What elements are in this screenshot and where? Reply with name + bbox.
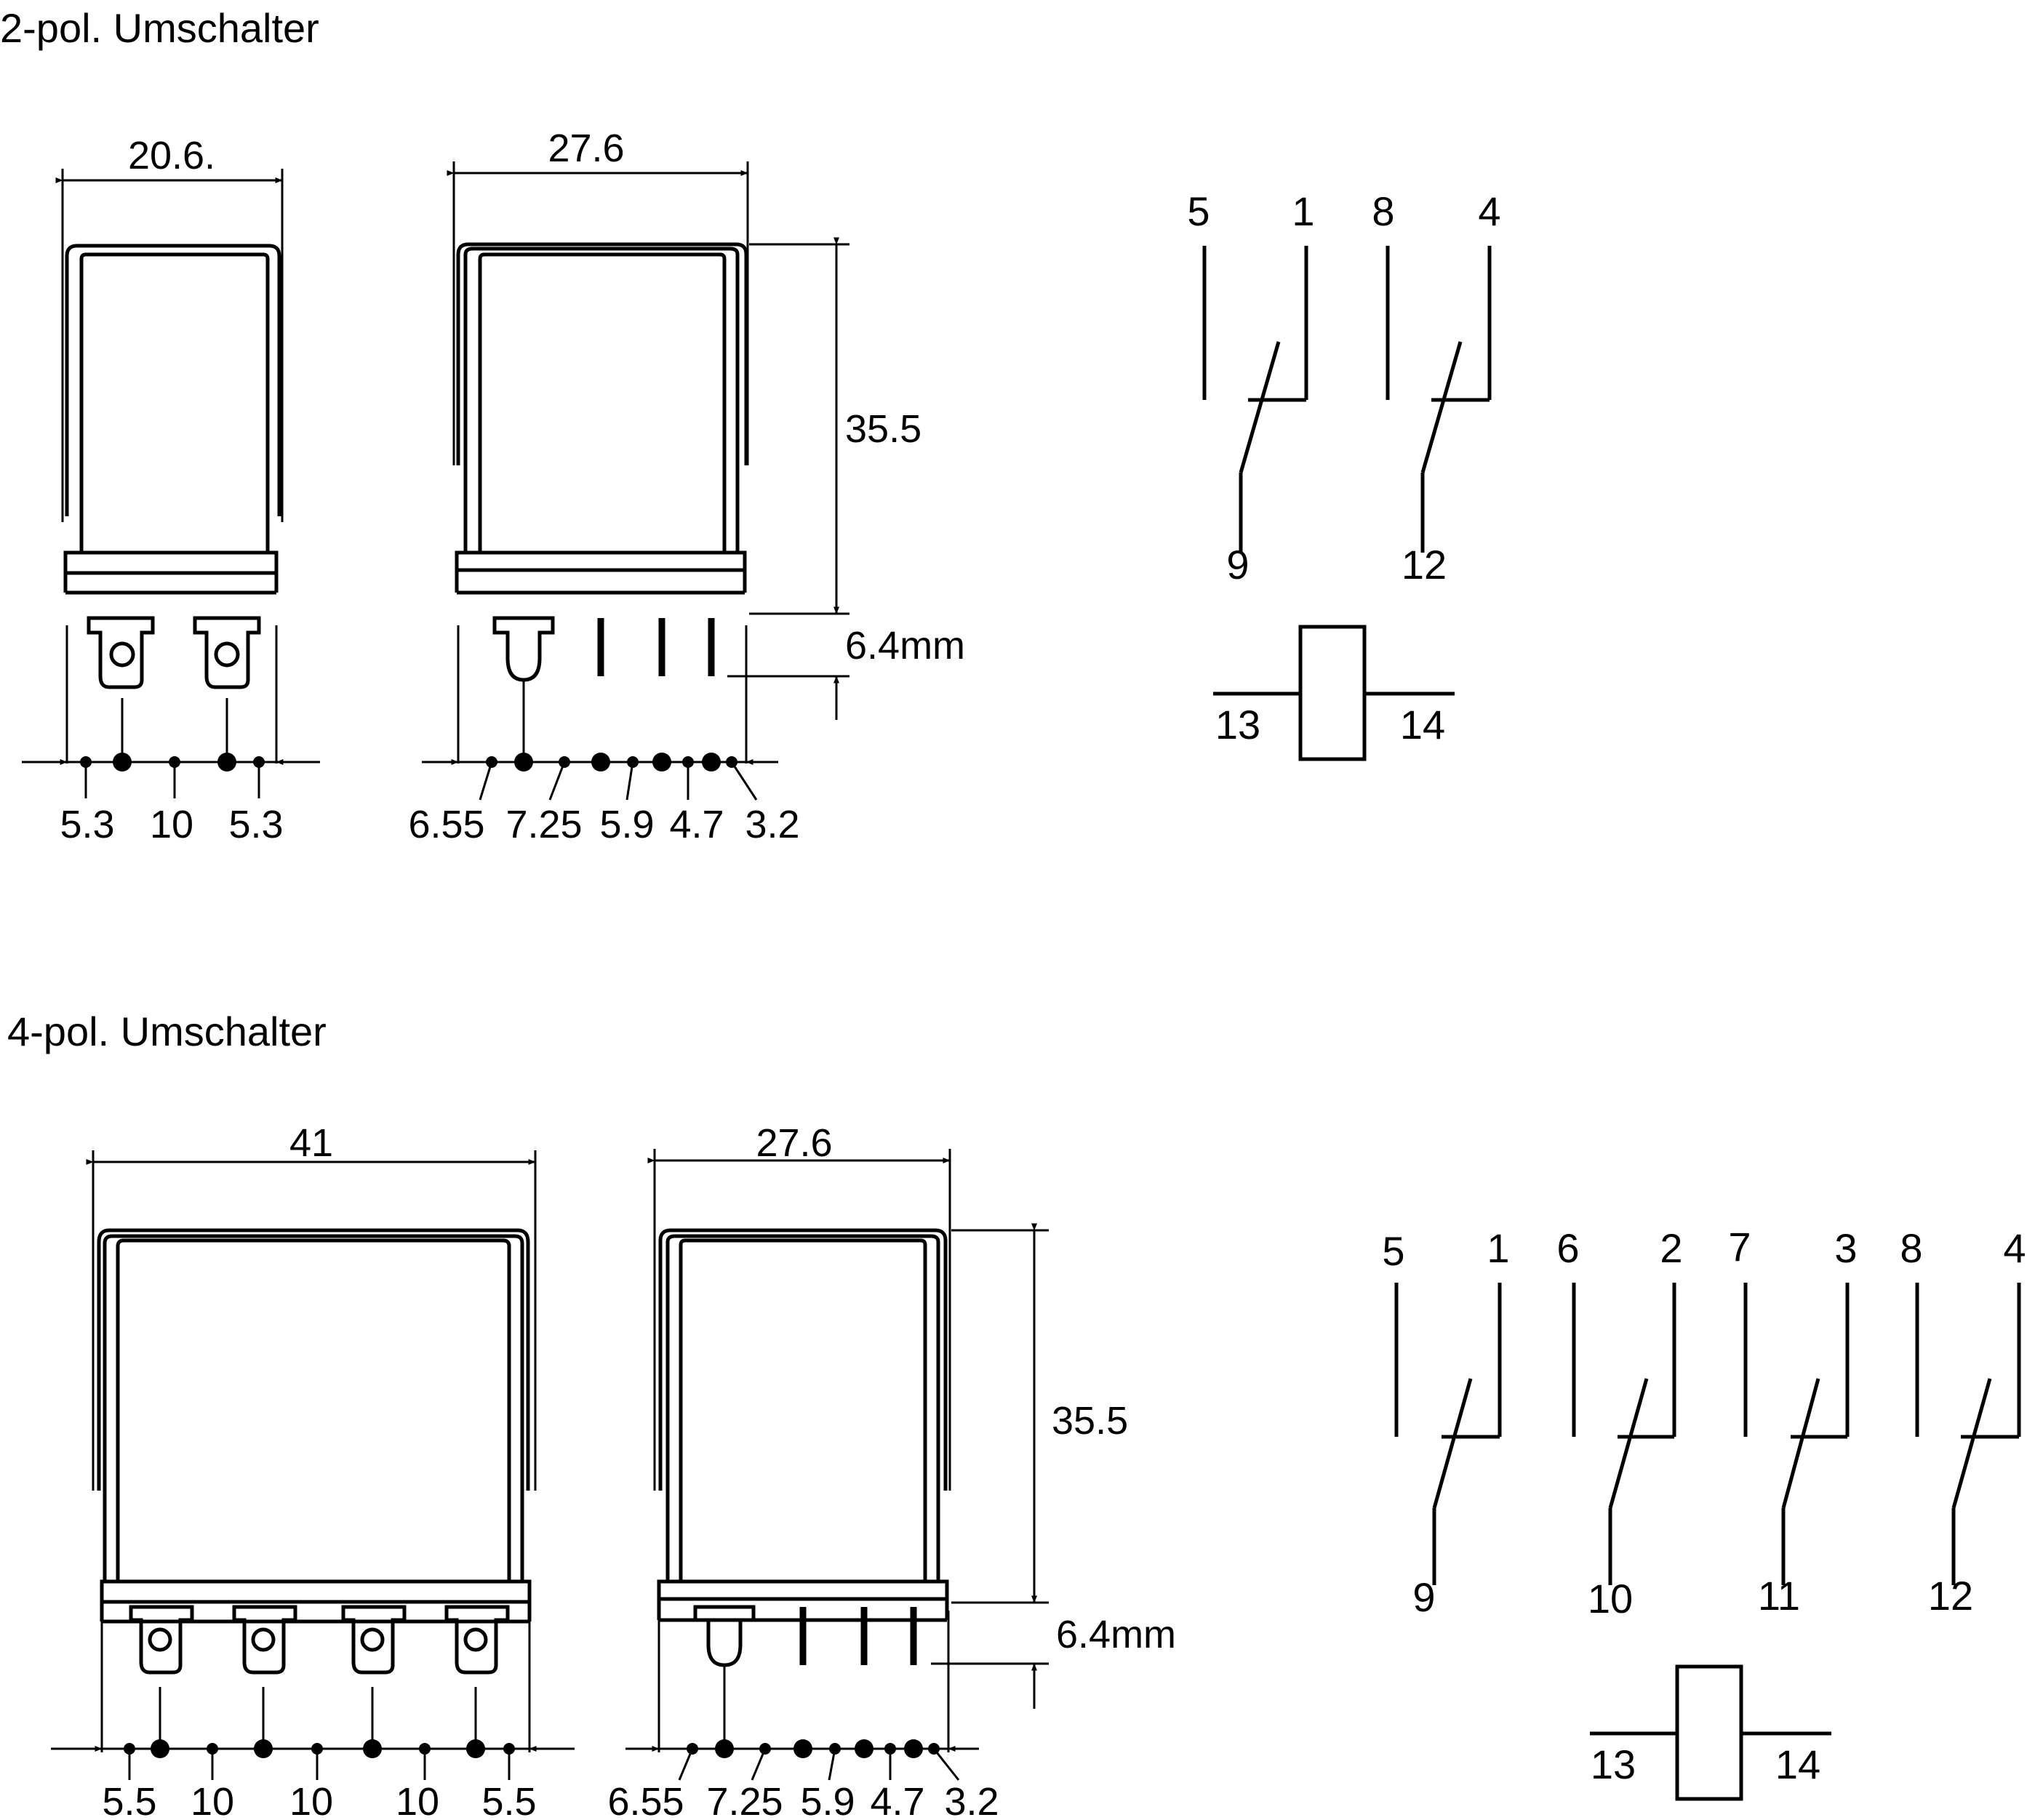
side-pitch-5: 5.5: [481, 1780, 536, 1820]
pin-length-label: 6.4mm: [845, 624, 965, 668]
pin-label: 4: [2003, 1225, 2026, 1271]
front-view-2pol: 27.6 6.55 7.25: [408, 127, 965, 846]
side-pitch-2: 10: [150, 803, 193, 846]
front-pitch-4: 4.7: [870, 1780, 924, 1820]
front-pitch-1: 6.55: [408, 803, 484, 846]
side-pitch-2: 10: [191, 1780, 234, 1820]
pin-label: 3: [1834, 1225, 1857, 1271]
pin-label: 2: [1660, 1225, 1682, 1271]
pin-label: 12: [1928, 1573, 1973, 1619]
section-title-4pol: 4-pol. Umschalter: [7, 1009, 327, 1054]
side-pitch-3: 10: [289, 1780, 333, 1820]
front-pitch-5: 3.2: [745, 803, 799, 846]
front-pitch-2: 7.25: [706, 1780, 783, 1820]
pin-label: 5: [1187, 188, 1210, 234]
height-label: 35.5: [845, 407, 921, 451]
front-pitch-5: 3.2: [944, 1780, 999, 1820]
front-width-label: 27.6: [548, 127, 624, 170]
section-title-2pol: 2-pol. Umschalter: [0, 5, 319, 51]
side-pitch-4: 10: [396, 1780, 439, 1820]
side-width-label: 20.6.: [128, 134, 215, 177]
coil-symbol: [1298, 625, 1367, 761]
coil-pin-b: 14: [1775, 1741, 1820, 1787]
front-view-4pol: 27.6 6.55 7.25 5.9 4.7 3.: [607, 1121, 1176, 1820]
pin-label: 4: [1478, 188, 1500, 234]
pin-label: 5: [1382, 1228, 1404, 1274]
pin-label: 1: [1292, 188, 1314, 234]
side-pitch-1: 5.3: [60, 803, 114, 846]
side-pitch-3: 5.3: [228, 803, 283, 846]
coil-symbol: [1675, 1664, 1743, 1801]
front-pitch-4: 4.7: [669, 803, 724, 846]
pin-label: 11: [1758, 1573, 1800, 1619]
side-view-4pol: 41: [51, 1121, 575, 1820]
schematic-4pol: 5 1 9 6 2 10 7 3 11 8 4 12: [1382, 1224, 2026, 1801]
pin-label: 7: [1728, 1224, 1751, 1270]
pin-label: 9: [1226, 542, 1249, 588]
side-width-label: 41: [289, 1121, 333, 1165]
front-width-label: 27.6: [756, 1121, 832, 1165]
pin-label: 6: [1556, 1225, 1579, 1271]
side-view-2pol: 20.6. 5.3 10 5.3: [22, 134, 320, 846]
side-pitch-1: 5.5: [102, 1780, 156, 1820]
pin-label: 1: [1487, 1225, 1509, 1271]
schematic-2pol: 5 1 9 8 4 12 13 14: [1187, 188, 1501, 761]
pin-label: 8: [1900, 1225, 1922, 1271]
pin-length-label: 6.4mm: [1056, 1613, 1176, 1656]
front-pitch-3: 5.9: [599, 803, 654, 846]
pin-label: 9: [1412, 1574, 1435, 1620]
front-pitch-2: 7.25: [505, 803, 582, 846]
height-label: 35.5: [1052, 1399, 1128, 1443]
pin-label: 8: [1372, 188, 1394, 234]
front-pitch-3: 5.9: [800, 1780, 855, 1820]
coil-pin-a: 13: [1591, 1741, 1636, 1787]
front-pitch-1: 6.55: [607, 1780, 684, 1820]
coil-pin-b: 14: [1400, 702, 1445, 747]
coil-pin-a: 13: [1215, 702, 1260, 747]
